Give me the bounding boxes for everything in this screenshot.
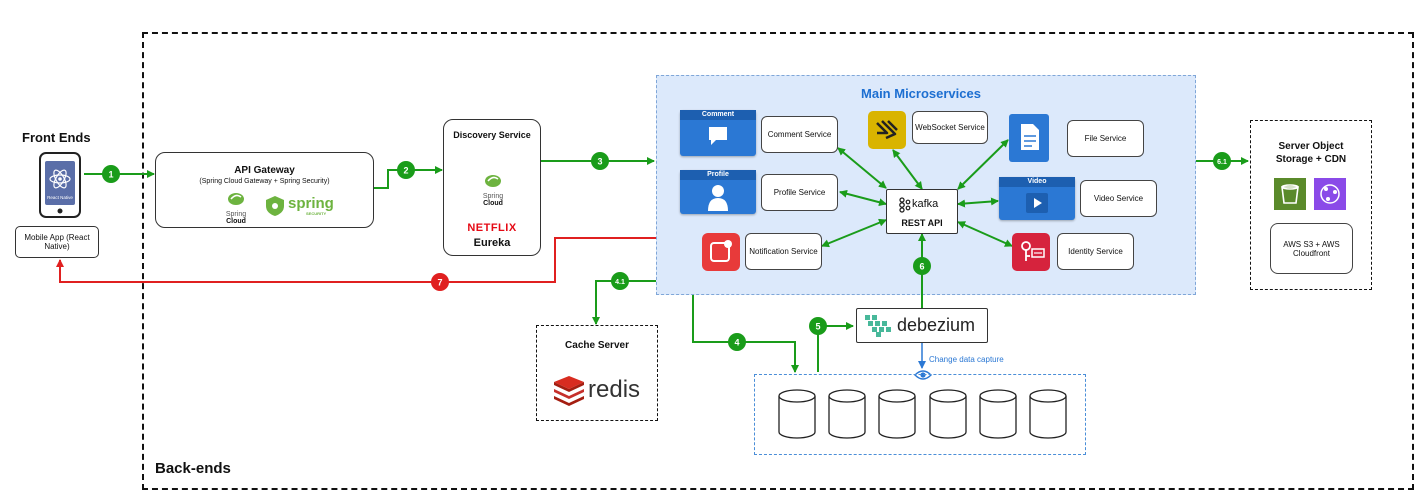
svg-text:3: 3	[597, 157, 602, 167]
database-container	[754, 374, 1086, 455]
svg-text:React Native: React Native	[47, 195, 73, 200]
profile-service[interactable]: Profile Service	[761, 174, 838, 211]
step-badge-6: 6	[913, 257, 931, 275]
svg-text:5: 5	[815, 322, 820, 332]
mobile-app-label: Mobile App (React Native)	[24, 233, 90, 251]
step-badge-5: 5	[809, 317, 827, 335]
video-service[interactable]: Video Service	[1080, 180, 1157, 217]
kafka-rest-api[interactable]: kafka REST API	[886, 189, 958, 234]
file-icon	[1009, 114, 1049, 162]
storage-title: Server Object Storage + CDN	[1275, 141, 1347, 165]
api-gateway-title: API Gateway	[234, 165, 295, 176]
discovery-service-box[interactable]: Discovery Service Spring Cloud NETFLIX E…	[443, 119, 541, 256]
database-cylinders	[778, 389, 1067, 439]
backends-container	[142, 32, 1414, 490]
websocket-icon	[868, 111, 906, 149]
debezium-box[interactable]: debezium	[856, 308, 988, 343]
play-icon	[1026, 193, 1048, 213]
svg-text:6: 6	[919, 262, 924, 272]
database-icon	[979, 389, 1017, 439]
database-icon	[778, 389, 816, 439]
svg-text:4: 4	[734, 338, 739, 348]
spoke-comment	[837, 147, 887, 189]
spring-cloud-logo: Spring Cloud	[218, 190, 254, 226]
database-icon	[929, 389, 967, 439]
storage-container	[1250, 120, 1372, 290]
main-microservices-title: Main Microservices	[861, 86, 981, 101]
step-badge-6-1: 6.1	[1213, 152, 1231, 170]
profile-card: Profile	[680, 170, 756, 214]
step-badge-4-1: 4.1	[611, 272, 629, 290]
file-service[interactable]: File Service	[1067, 120, 1144, 157]
arrow-4	[692, 295, 799, 373]
spring-security-logo: spring SECURITY	[264, 195, 344, 217]
spoke-file	[957, 139, 1009, 190]
spoke-video	[957, 197, 999, 208]
eye-icon	[914, 368, 932, 380]
comment-bubble-icon	[709, 127, 727, 145]
user-icon	[708, 185, 728, 211]
spoke-profile	[839, 189, 887, 207]
step-badge-4: 4	[728, 333, 746, 351]
spoke-websocket	[892, 149, 923, 190]
arrow-7	[56, 237, 656, 283]
svg-text:6.1: 6.1	[1217, 159, 1227, 166]
identity-icon	[1012, 233, 1050, 271]
debezium-label: debezium	[897, 315, 976, 335]
backends-label: Back-ends	[155, 460, 231, 477]
notification-icon	[702, 233, 740, 271]
database-icon	[878, 389, 916, 439]
step-badge-7: 7	[431, 273, 449, 291]
video-card: Video	[999, 177, 1075, 220]
step-badge-2: 2	[397, 161, 415, 179]
database-icon	[1029, 389, 1067, 439]
identity-service[interactable]: Identity Service	[1057, 233, 1134, 270]
cache-server-container	[536, 325, 658, 421]
discovery-title: Discovery Service	[453, 130, 531, 140]
step-badge-1: 1	[102, 165, 120, 183]
arrow-4-1	[592, 280, 656, 325]
svg-text:2: 2	[403, 166, 408, 176]
svg-text:4.1: 4.1	[615, 279, 625, 286]
step-badge-3: 3	[591, 152, 609, 170]
cloudfront-icon	[1314, 178, 1346, 210]
websocket-service[interactable]: WebSocket Service	[912, 111, 988, 144]
eureka-label: Eureka	[473, 237, 511, 249]
notification-service[interactable]: Notification Service	[745, 233, 822, 270]
redis-icon	[554, 376, 584, 406]
debezium-logo-icon	[865, 315, 891, 337]
comment-service[interactable]: Comment Service	[761, 116, 838, 153]
database-icon	[828, 389, 866, 439]
phone-icon: React Native	[38, 152, 82, 218]
aws-s3-cloudfront[interactable]: AWS S3 + AWS Cloudfront	[1270, 223, 1353, 274]
api-gateway-box[interactable]: API Gateway (Spring Cloud Gateway + Spri…	[155, 152, 374, 228]
kafka-logo-icon	[899, 197, 911, 213]
svg-text:7: 7	[437, 278, 442, 288]
cache-title: Cache Server	[565, 340, 629, 351]
discovery-spring-cloud-logo: Spring Cloud	[474, 172, 512, 208]
mobile-app-box[interactable]: Mobile App (React Native)	[15, 226, 99, 258]
s3-bucket-icon	[1274, 178, 1306, 210]
frontends-title: Front Ends	[22, 130, 91, 145]
rest-api-label: REST API	[901, 218, 943, 228]
api-gateway-subtitle: (Spring Cloud Gateway + Spring Security)	[199, 178, 330, 185]
redis-logo: redis	[552, 374, 652, 408]
comment-card: Comment	[680, 110, 756, 156]
netflix-logo: NETFLIX	[467, 222, 517, 234]
cdc-label: Change data capture	[929, 355, 1004, 364]
spoke-identity	[957, 221, 1013, 247]
spoke-notification	[821, 218, 887, 248]
svg-text:1: 1	[108, 170, 113, 180]
